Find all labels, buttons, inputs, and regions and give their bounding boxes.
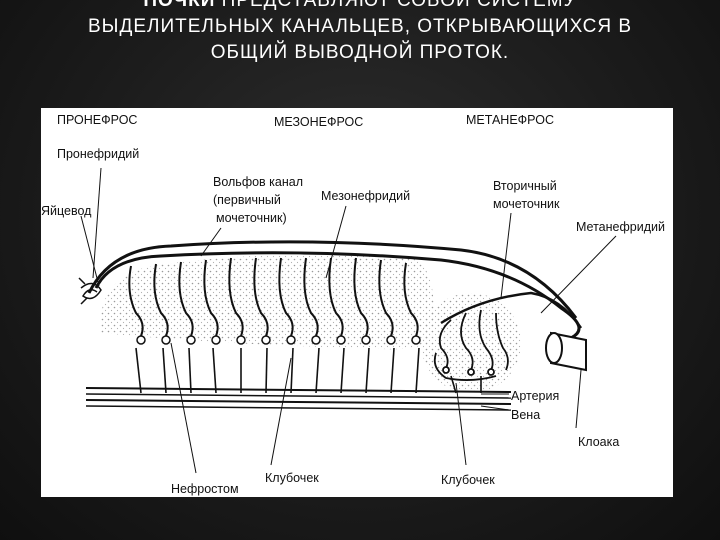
label-wolffian-3: мочеточник) [216,211,287,225]
kidney-diagram: ПРОНЕФРОС МЕЗОНЕФРОС МЕТАНЕФРОС Пронефри… [41,108,673,497]
label-metanephridium: Метанефридий [576,220,665,234]
secondary-ureter [440,291,583,329]
label-metanephros: МЕТАНЕФРОС [466,113,554,127]
slide-title: ПОЧКИ ПРЕДСТАВЛЯЮТ СОБОЙ СИСТЕМУ ВЫДЕЛИТ… [60,0,660,66]
pronephridium-coil [78,277,104,305]
label-secondary-ureter-1: Вторичный [493,179,557,193]
label-artery: Артерия [511,389,559,403]
label-mesonephridium: Мезонефридий [321,189,410,203]
glomeruli [136,335,421,345]
diagram-drawing: ПРОНЕФРОС МЕЗОНЕФРОС МЕТАНЕФРОС Пронефри… [41,113,665,496]
blood-vessels [85,387,512,411]
label-cloaca: Клоака [578,435,619,449]
label-glomerulus-2: Клубочек [441,473,495,487]
leader-lines [80,167,617,474]
label-pronephridium: Пронефридий [57,147,139,161]
label-wolffian-1: Вольфов канал [213,175,303,189]
label-vein: Вена [511,408,540,422]
mesonephridia [128,257,419,337]
title-text: ПРЕДСТАВЛЯЮТ СОБОЙ СИСТЕМУ ВЫДЕЛИТЕЛЬНЫХ… [87,0,633,63]
wolffian-duct [94,251,581,340]
mesonephros-body [100,254,434,350]
label-oviduct: Яйцевод [41,204,92,218]
oviduct [87,240,578,319]
label-mesonephros: МЕЗОНЕФРОС [274,115,363,129]
label-nephrostome: Нефростом [171,482,239,496]
label-secondary-ureter-2: мочеточник [493,197,560,211]
artery-branches [135,347,482,394]
cloaca-shape [545,331,587,372]
label-glomerulus-1: Клубочек [265,471,319,485]
label-pronephros: ПРОНЕФРОС [57,113,137,127]
title-bold-word: ПОЧКИ [143,0,216,11]
label-wolffian-2: (первичный [213,193,281,207]
